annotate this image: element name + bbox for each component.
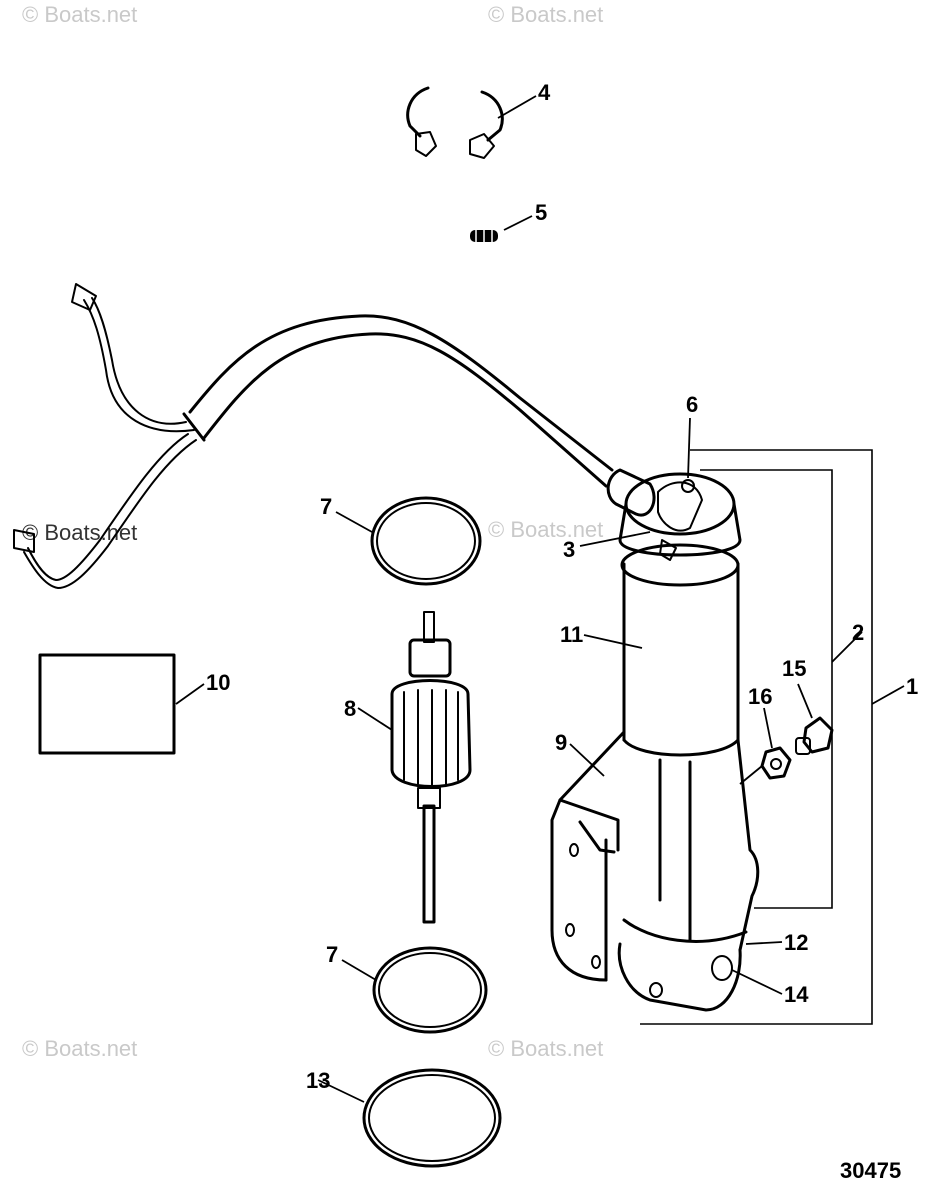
callout-16: 16 <box>748 684 772 709</box>
part-7-o-ring-top <box>370 496 482 586</box>
callout-8: 8 <box>344 696 356 721</box>
callout-14: 14 <box>784 982 809 1007</box>
motor-assembly <box>550 468 760 1012</box>
callout-7-top: 7 <box>320 494 332 519</box>
part-13-o-ring <box>362 1068 502 1168</box>
figure-number: 30475 <box>840 1158 902 1183</box>
watermark-bottom-left: © Boats.net <box>22 1036 138 1061</box>
callout-4: 4 <box>538 80 551 105</box>
callout-3: 3 <box>563 537 575 562</box>
part-7-o-ring-bottom <box>372 946 488 1034</box>
callout-labels: 4 5 6 3 11 9 7 8 7 13 10 2 1 15 16 12 14 <box>206 80 918 1093</box>
callout-10: 10 <box>206 670 230 695</box>
part-16-nut <box>760 746 792 780</box>
wire-harness <box>13 283 614 589</box>
watermark-bottom-center: © Boats.net <box>488 1036 604 1061</box>
watermark-top-left: © Boats.net <box>22 2 138 27</box>
part-8-armature <box>390 611 472 924</box>
callout-1: 1 <box>906 674 918 699</box>
part-10-plate <box>38 653 176 755</box>
leader-lines <box>175 95 905 1103</box>
callout-13: 13 <box>306 1068 330 1093</box>
callout-7-bottom: 7 <box>326 942 338 967</box>
part-15-bolt <box>795 716 834 755</box>
watermark-mid-center: © Boats.net <box>488 517 604 542</box>
part-5-screw <box>470 230 498 242</box>
callout-2: 2 <box>852 620 864 645</box>
assembly-bracket-2 <box>700 469 833 909</box>
callout-12: 12 <box>784 930 808 955</box>
callout-11: 11 <box>560 622 583 647</box>
callout-5: 5 <box>535 200 547 225</box>
assembly-bracket-1 <box>640 449 873 1025</box>
watermark-top-center: © Boats.net <box>488 2 604 27</box>
part-4-brush-springs <box>406 86 504 159</box>
callout-15: 15 <box>782 656 806 681</box>
callout-9: 9 <box>555 730 567 755</box>
callout-6: 6 <box>686 392 698 417</box>
